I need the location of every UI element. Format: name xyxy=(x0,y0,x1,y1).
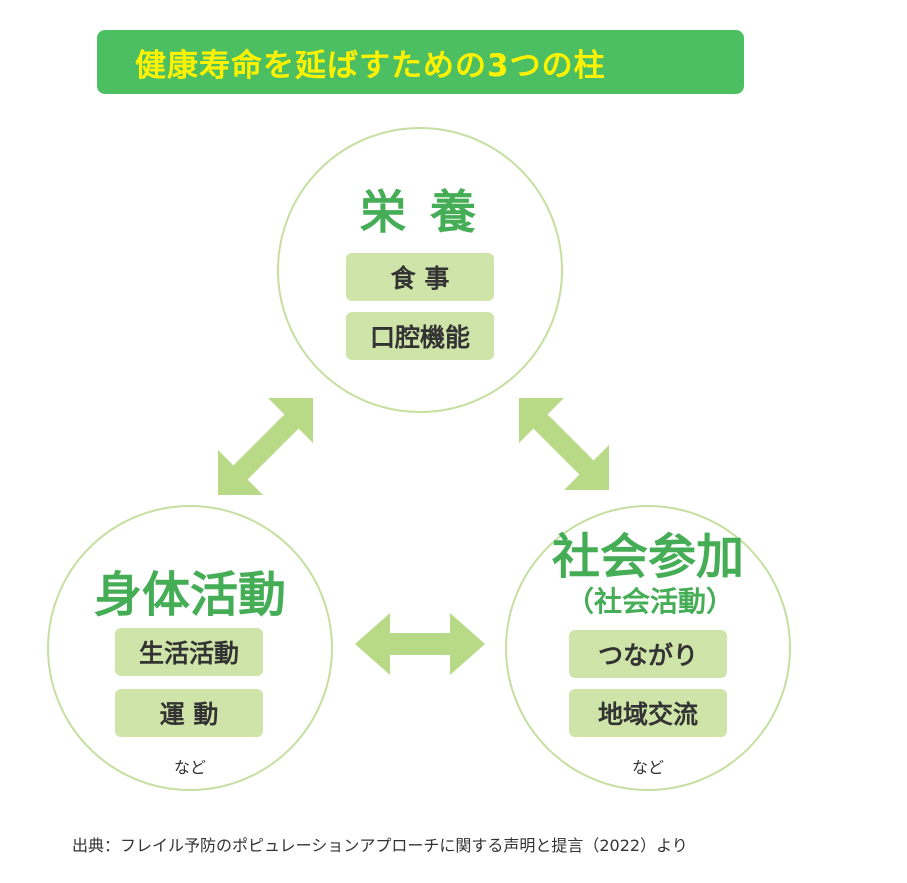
physical-etc: など xyxy=(173,758,206,777)
social-title: 社会参加 xyxy=(551,529,744,585)
title-banner: 健康寿命を延ばすための3つの柱 xyxy=(97,30,744,94)
social-subtitle: （社会活動） xyxy=(565,585,734,618)
arrow-physical-social xyxy=(355,613,485,675)
nutrition-item-meal: 食 事 xyxy=(346,253,494,301)
physical-item-exercise: 運 動 xyxy=(115,689,263,737)
arrow-nutrition-physical xyxy=(218,398,313,495)
page-title: 健康寿命を延ばすための3つの柱 xyxy=(135,47,606,84)
social-etc: など xyxy=(631,758,664,777)
social-item-community: 地域交流 xyxy=(569,689,727,737)
physical-title: 身体活動 xyxy=(93,567,286,623)
social-item-connection: つながり xyxy=(569,630,727,678)
source-citation: 出典：フレイル予防のポピュレーションアプローチに関する声明と提言（2022）より xyxy=(72,836,688,855)
arrow-nutrition-social xyxy=(519,398,609,490)
nutrition-circle xyxy=(277,127,563,413)
nutrition-item-oral: 口腔機能 xyxy=(346,312,494,360)
physical-item-daily: 生活活動 xyxy=(115,628,263,676)
nutrition-title: 栄 養 xyxy=(359,185,480,239)
